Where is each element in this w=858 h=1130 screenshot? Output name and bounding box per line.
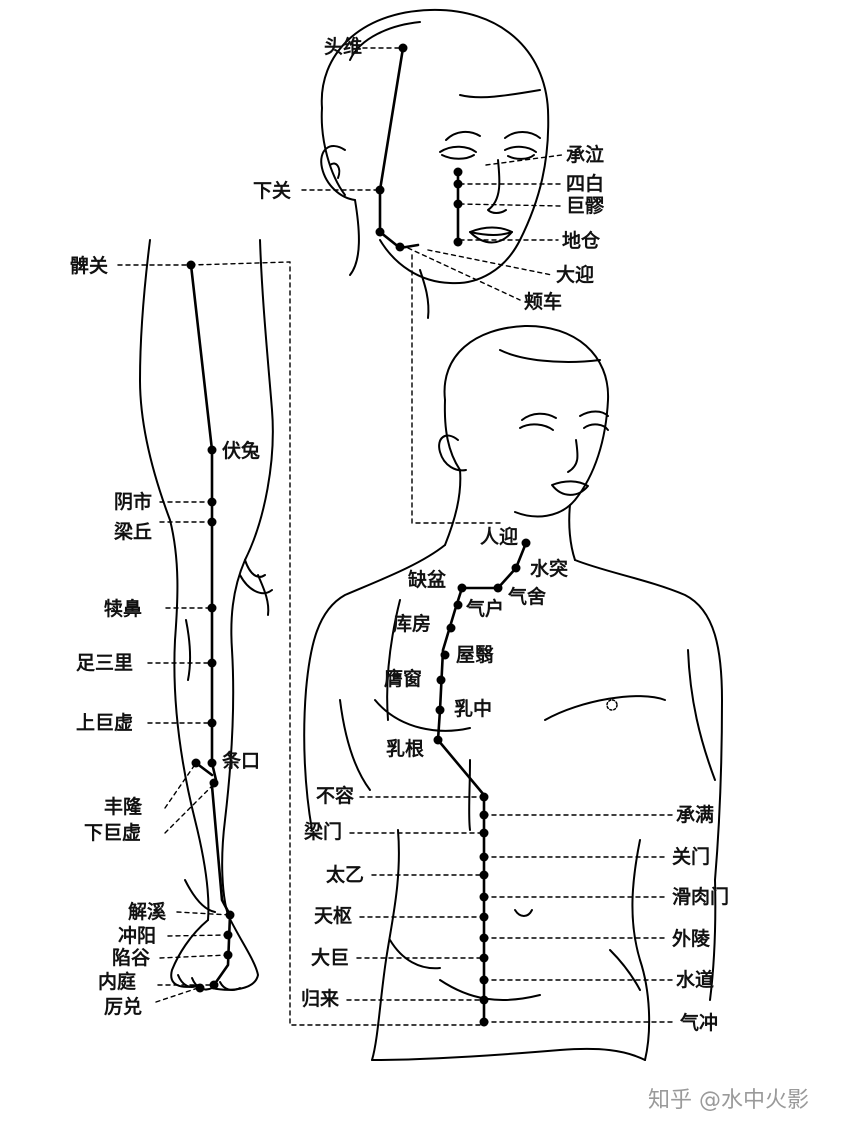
label-biguan: 髀关 [70, 257, 108, 276]
label-burong: 不容 [316, 787, 354, 806]
label-rugen: 乳根 [386, 740, 424, 759]
point-touwei [399, 44, 408, 53]
point-biguan [187, 261, 196, 270]
point-burong [480, 793, 489, 802]
label-kufang: 库房 [393, 615, 431, 634]
point-chengman [480, 811, 489, 820]
point-shuidao [480, 976, 489, 985]
point-shuitu [512, 564, 521, 573]
label-chengqi: 承泣 [566, 146, 604, 165]
point-tianshu [480, 913, 489, 922]
point-tiaokou [208, 759, 217, 768]
label-jiexi: 解溪 [128, 903, 166, 922]
point-daju [480, 954, 489, 963]
label-juliao: 巨髎 [566, 197, 604, 216]
label-dicang: 地仓 [562, 232, 600, 251]
point-zusanli [208, 659, 217, 668]
label-tianshu: 天枢 [314, 907, 352, 926]
label-futu: 伏兔 [222, 442, 260, 461]
point-qichong [480, 1018, 489, 1027]
point-lidui [196, 984, 205, 993]
label-liangmen: 梁门 [304, 823, 342, 842]
label-chongyang: 冲阳 [118, 927, 156, 946]
label-yinshi: 阴市 [114, 493, 152, 512]
leg-outline [140, 240, 273, 990]
label-zusanli: 足三里 [76, 654, 133, 673]
point-liangqiu [208, 518, 217, 527]
point-wuyi [441, 651, 450, 660]
point-futu [208, 446, 217, 455]
point-daying [396, 243, 405, 252]
label-liangqiu: 梁丘 [114, 523, 152, 542]
label-xiaguan: 下关 [253, 182, 291, 201]
label-chengman: 承满 [676, 806, 714, 825]
point-liangmen [480, 829, 489, 838]
point-xiaguan [376, 186, 385, 195]
point-jiexi [226, 911, 235, 920]
label-qishe: 气舍 [508, 588, 546, 607]
label-lidui: 厉兑 [104, 998, 142, 1017]
meridian-line-leg [191, 265, 230, 985]
point-guilai [480, 996, 489, 1005]
point-sibai [454, 180, 463, 189]
point-dicang [454, 238, 463, 247]
point-jiache [376, 228, 385, 237]
label-tiaokou: 条口 [222, 752, 260, 771]
label-xiajuxu: 下巨虚 [84, 824, 141, 843]
point-xiangu [224, 951, 233, 960]
label-qichong: 气冲 [680, 1014, 718, 1033]
point-chongyang [224, 931, 233, 940]
watermark: 知乎 @水中火影 [648, 1082, 809, 1114]
label-sibai: 四白 [566, 175, 604, 194]
label-jiache: 颊车 [524, 293, 562, 312]
point-qishe [494, 584, 503, 593]
point-fenglong [192, 759, 201, 768]
label-qihu: 气户 [466, 600, 504, 619]
label-huaroumen: 滑肉门 [672, 888, 729, 907]
label-daying: 大迎 [556, 266, 594, 285]
label-renying: 人迎 [480, 528, 518, 547]
label-daju: 大巨 [311, 949, 349, 968]
point-dubi [208, 604, 217, 613]
point-neiting [210, 981, 219, 990]
point-guanmen [480, 853, 489, 862]
label-wuyi: 屋翳 [456, 646, 494, 665]
label-guilai: 归来 [301, 990, 339, 1009]
label-neiting: 内庭 [98, 973, 136, 992]
point-yingchuang [437, 676, 446, 685]
label-shangjuxu: 上巨虚 [76, 714, 133, 733]
point-xiajuxu [210, 779, 219, 788]
point-rugen [434, 736, 443, 745]
label-touwei: 头维 [324, 38, 362, 57]
point-chengqi [454, 168, 463, 177]
point-wailing [480, 934, 489, 943]
label-ruzhong: 乳中 [454, 700, 492, 719]
label-guanmen: 关门 [672, 848, 710, 867]
label-shuidao: 水道 [676, 971, 714, 990]
label-xiangu: 陷谷 [112, 949, 150, 968]
label-wailing: 外陵 [672, 930, 710, 949]
torso-outline [304, 545, 722, 1060]
label-fenglong: 丰隆 [104, 798, 142, 817]
nipple-mark [607, 700, 617, 710]
point-quepen [458, 584, 467, 593]
label-yingchuang: 膺窗 [384, 670, 422, 689]
point-renying [522, 539, 531, 548]
label-taiyi: 太乙 [326, 866, 364, 885]
point-taiyi [480, 871, 489, 880]
point-shangjuxu [208, 719, 217, 728]
point-huaroumen [480, 893, 489, 902]
point-yinshi [208, 498, 217, 507]
point-juliao [454, 200, 463, 209]
point-ruzhong [436, 706, 445, 715]
point-kufang [447, 624, 456, 633]
torso-head-outline [439, 326, 608, 560]
label-quepen: 缺盆 [408, 571, 446, 590]
label-dubi: 犊鼻 [104, 600, 142, 619]
label-shuitu: 水突 [530, 560, 568, 579]
point-qihu [454, 601, 463, 610]
